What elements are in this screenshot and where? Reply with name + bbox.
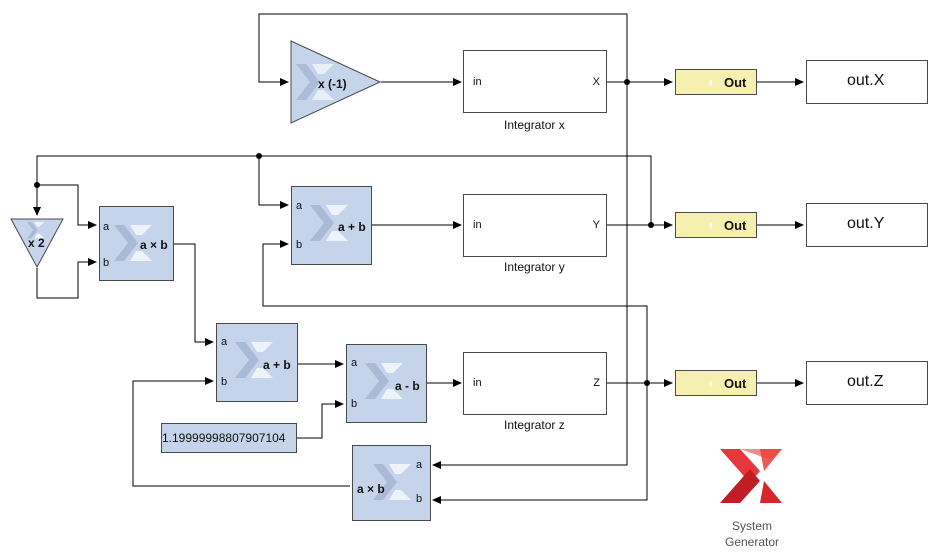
gateway-out-z-label: Out <box>724 376 747 391</box>
multiplier-bottom-block[interactable]: a b a × b <box>352 445 431 521</box>
integrator-y-out: Y <box>592 219 600 231</box>
op-label: a × b <box>140 238 168 252</box>
gain-2-label: x 2 <box>28 236 45 250</box>
port-b: b <box>103 257 110 269</box>
output-port-y-label: out.Y <box>847 215 885 232</box>
integrator-y-caption: Integrator y <box>504 260 565 274</box>
port-a: a <box>351 357 358 369</box>
op-label: a + b <box>263 358 291 372</box>
port-b: b <box>296 239 303 251</box>
output-port-z-label: out.Z <box>847 373 884 390</box>
port-b: b <box>221 376 228 388</box>
junction-dots <box>34 79 654 386</box>
port-a: a <box>416 459 423 471</box>
logo-line2: Generator <box>724 535 780 549</box>
integrator-x-in: in <box>473 76 482 88</box>
integrator-z-in: in <box>473 377 482 389</box>
gateway-out-y[interactable]: ◖ Out <box>675 212 757 238</box>
logo-caption: System Generator <box>707 518 797 550</box>
gateway-icon: ◖ <box>707 218 715 232</box>
port-a: a <box>296 200 303 212</box>
integrator-z-out: Z <box>593 377 600 389</box>
gateway-out-z[interactable]: ◖ Out <box>675 370 757 396</box>
integrator-y-in: in <box>473 219 482 231</box>
output-port-z[interactable]: out.Z <box>806 361 928 405</box>
integrator-x-out: X <box>592 76 600 88</box>
adder-y-block[interactable]: a b a + b <box>291 186 372 265</box>
subtractor-z-block[interactable]: a b a - b <box>346 344 427 423</box>
wires <box>33 13 804 504</box>
gain-neg1-label: x (-1) <box>318 77 347 91</box>
op-label: a - b <box>395 379 420 393</box>
constant-value: 1.19999998807907104 <box>162 431 286 445</box>
logo-line1: System <box>731 519 772 533</box>
gateway-out-y-label: Out <box>724 218 747 233</box>
gain-2-block[interactable] <box>10 218 64 269</box>
op-label: a + b <box>338 220 366 234</box>
multiplier-top-block[interactable]: a b a × b <box>99 206 174 281</box>
constant-block[interactable]: 1.19999998807907104 <box>161 423 297 453</box>
integrator-y-block[interactable]: in Y <box>463 194 607 257</box>
gateway-out-x-label: Out <box>724 75 747 90</box>
op-label: a × b <box>357 482 385 496</box>
port-b: b <box>416 493 423 505</box>
gateway-icon: ◖ <box>707 376 715 390</box>
integrator-z-block[interactable]: in Z <box>463 352 607 415</box>
gateway-out-x[interactable]: ◖ Out <box>675 69 757 95</box>
adder-mid-block[interactable]: a b a + b <box>216 323 298 402</box>
gain-neg1-block[interactable] <box>290 40 382 124</box>
port-a: a <box>103 221 110 233</box>
integrator-z-caption: Integrator z <box>504 418 565 432</box>
output-port-x-label: out.X <box>847 72 885 89</box>
system-generator-logo-icon <box>720 449 782 503</box>
output-port-y[interactable]: out.Y <box>806 203 928 247</box>
output-port-x[interactable]: out.X <box>806 60 928 104</box>
port-b: b <box>351 398 358 410</box>
integrator-x-caption: Integrator x <box>504 118 565 132</box>
integrator-x-block[interactable]: in X <box>463 50 607 113</box>
gateway-icon: ◖ <box>707 75 715 89</box>
port-a: a <box>221 336 228 348</box>
